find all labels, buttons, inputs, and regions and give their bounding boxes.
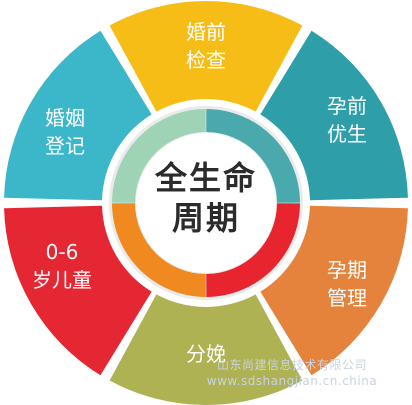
watermark-company: 山东尚建信息技术有限公司 bbox=[216, 358, 367, 372]
outer-segment-pregnancy bbox=[260, 205, 408, 376]
outer-ring bbox=[4, 0, 408, 405]
center-title: 全生命 周期 bbox=[131, 158, 281, 238]
segment-label-marriage-reg: 婚姻 登记 bbox=[45, 106, 85, 158]
inner-quadrant-top-right bbox=[206, 109, 300, 203]
segment-label-premarital-check: 婚前 检查 bbox=[186, 20, 226, 72]
segment-label-delivery: 分娩 bbox=[186, 342, 226, 366]
outer-segment-premarital-check bbox=[109, 0, 303, 112]
center-title-line2: 周期 bbox=[171, 199, 240, 237]
outer-segment-delivery bbox=[109, 294, 303, 405]
watermark-url: www.sdshangjian.cn.china bbox=[206, 374, 378, 388]
center-disc bbox=[136, 133, 276, 273]
inner-quadrant-top-left bbox=[112, 109, 206, 203]
inner-quadrant-bottom-left bbox=[112, 203, 206, 297]
center-title-line1: 全生命 bbox=[154, 159, 257, 197]
outer-segment-preconception bbox=[260, 30, 408, 201]
segment-label-preconception: 孕前 优生 bbox=[327, 94, 367, 146]
watermark: 山东尚建信息技术有限公司 www.sdshangjian.cn.china bbox=[172, 357, 412, 389]
outer-segment-child-0-6 bbox=[4, 205, 152, 376]
inner-ring bbox=[112, 109, 300, 297]
segment-label-child-0-6: 0-6 岁儿童 bbox=[32, 240, 92, 292]
segment-label-pregnancy: 孕期 管理 bbox=[327, 258, 367, 310]
outer-segment-marriage-reg bbox=[4, 30, 152, 201]
inner-quadrant-bottom-right bbox=[206, 203, 300, 297]
